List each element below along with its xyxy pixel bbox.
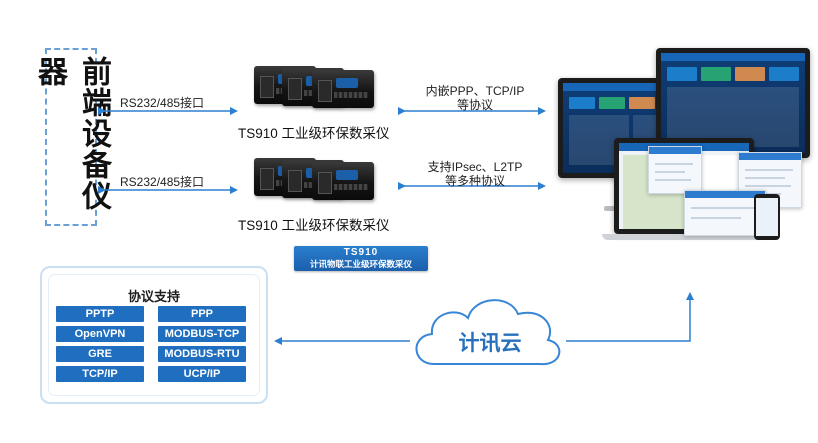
app-window — [648, 146, 702, 194]
label-rs232-top: RS232/485接口 — [120, 96, 205, 110]
laptop-base — [602, 234, 766, 240]
device-title-bottom: TS910 工业级环保数采仪 — [238, 218, 390, 233]
arrow-cloud-to-platform — [566, 292, 694, 342]
label-ipsec-line2: 等多种协议 — [444, 174, 505, 188]
device-image-top — [254, 64, 374, 108]
label-rs232-bottom: RS232/485接口 — [120, 175, 205, 189]
protocol-badge: PPTP — [56, 306, 144, 322]
protocol-badge: PPP — [158, 306, 246, 322]
product-banner: TS910 计讯物联工业级环保数采仪 — [294, 246, 428, 271]
protocol-badge: UCP/IP — [158, 366, 246, 382]
label-ipsec-line1: 支持IPsec、L2TP — [427, 160, 523, 174]
phone — [754, 194, 780, 240]
protocol-badge: TCP/IP — [56, 366, 144, 382]
monitor-right — [656, 48, 810, 158]
app-window — [684, 190, 766, 236]
device-image-bottom — [254, 156, 374, 200]
label-ppp-line2: 等协议 — [456, 98, 493, 112]
protocol-panel: 协议支持 PPTP PPP OpenVPN MODBUS-TCP GRE MOD… — [40, 266, 268, 404]
platform-screens-image — [552, 42, 814, 282]
cloud-label: 计讯云 — [458, 332, 522, 355]
label-ppp-line1: 内嵌PPP、TCP/IP — [425, 84, 525, 98]
protocol-badge: OpenVPN — [56, 326, 144, 342]
banner-title: TS910 — [343, 247, 379, 258]
front-device-box — [45, 48, 97, 226]
device-title-top: TS910 工业级环保数采仪 — [238, 126, 390, 141]
banner-subtitle: 计讯物联工业级环保数采仪 — [309, 259, 412, 269]
protocol-panel-title: 协议支持 — [127, 289, 180, 304]
protocol-badge: GRE — [56, 346, 144, 362]
protocol-badge: MODBUS-RTU — [158, 346, 246, 362]
cloud-shape — [415, 299, 561, 366]
protocol-badge: MODBUS-TCP — [158, 326, 246, 342]
